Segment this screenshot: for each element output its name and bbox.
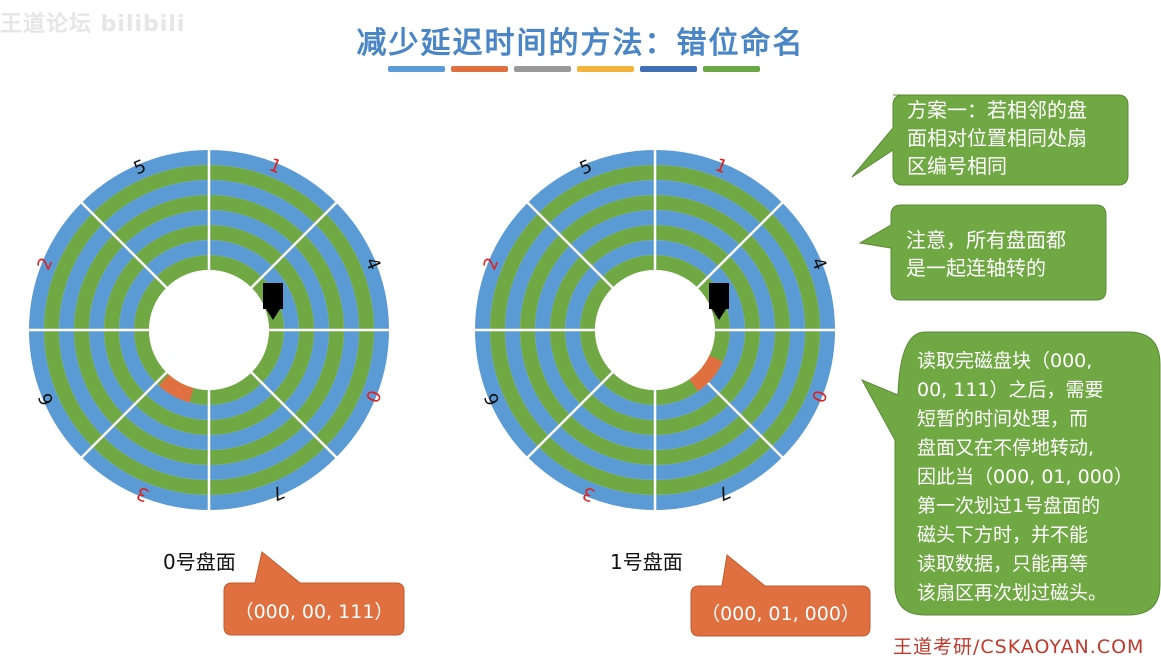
note-line: 该扇区再次划过磁头。 bbox=[917, 582, 1108, 604]
note-line: 读取数据，只能再等 bbox=[917, 553, 1089, 575]
highlighted-sector bbox=[158, 374, 194, 403]
note-scheme: 方案一：若相邻的盘 面相对位置相同处扇 区编号相同 bbox=[907, 96, 1087, 180]
read-head-icon bbox=[709, 283, 729, 320]
note-line: 面相对位置相同处扇 bbox=[907, 126, 1087, 150]
note-line: 短暂的时间处理，而 bbox=[917, 408, 1089, 430]
address-label-0: （000, 00, 111） bbox=[234, 601, 394, 623]
title-color-bars bbox=[388, 66, 760, 72]
sector-divider bbox=[250, 371, 338, 459]
sector-divider bbox=[696, 201, 784, 289]
color-bar bbox=[640, 66, 697, 72]
note-line: 读取完磁盘块（000, bbox=[917, 350, 1093, 372]
disk-label-1: 1号盘面 bbox=[610, 550, 683, 574]
note-line: 00, 111）之后，需要 bbox=[917, 379, 1104, 401]
disk-label-0: 0号盘面 bbox=[163, 550, 236, 574]
color-bar bbox=[577, 66, 634, 72]
disk-spindle-hole bbox=[595, 270, 715, 390]
watermark: 王道论坛 bilibili bbox=[0, 12, 186, 37]
sector-divider bbox=[250, 201, 338, 289]
note-line: 第一次划过1号盘面的 bbox=[917, 495, 1101, 517]
address-label-1: （000, 01, 000） bbox=[701, 603, 860, 625]
note-line: 因此当（000, 01, 000） bbox=[917, 466, 1133, 488]
note-attention: 注意，所有盘面都 是一起连轴转的 bbox=[906, 226, 1066, 282]
read-head-icon bbox=[263, 283, 283, 320]
sector-divider bbox=[80, 201, 168, 289]
note-explain: 读取完磁盘块（000, 00, 111）之后，需要 短暂的时间处理，而 盘面又在… bbox=[917, 347, 1133, 608]
note-line: 区编号相同 bbox=[907, 154, 1007, 178]
highlighted-sector bbox=[689, 355, 723, 392]
note-line: 是一起连轴转的 bbox=[906, 256, 1046, 280]
disk-spindle-hole bbox=[149, 270, 269, 390]
color-bar bbox=[514, 66, 571, 72]
note-line: 磁头下方时，并不能 bbox=[917, 524, 1089, 546]
sector-divider bbox=[696, 371, 784, 459]
slide-title: 减少延迟时间的方法：错位命名 bbox=[356, 26, 805, 61]
sector-divider bbox=[526, 201, 614, 289]
sector-divider bbox=[526, 371, 614, 459]
note-line: 方案一：若相邻的盘 bbox=[907, 98, 1087, 122]
note-line: 注意，所有盘面都 bbox=[906, 228, 1066, 252]
color-bar bbox=[703, 66, 760, 72]
color-bar bbox=[451, 66, 508, 72]
note-line: 盘面又在不停地转动, bbox=[917, 437, 1095, 459]
color-bar bbox=[388, 66, 445, 72]
sector-divider bbox=[80, 371, 168, 459]
